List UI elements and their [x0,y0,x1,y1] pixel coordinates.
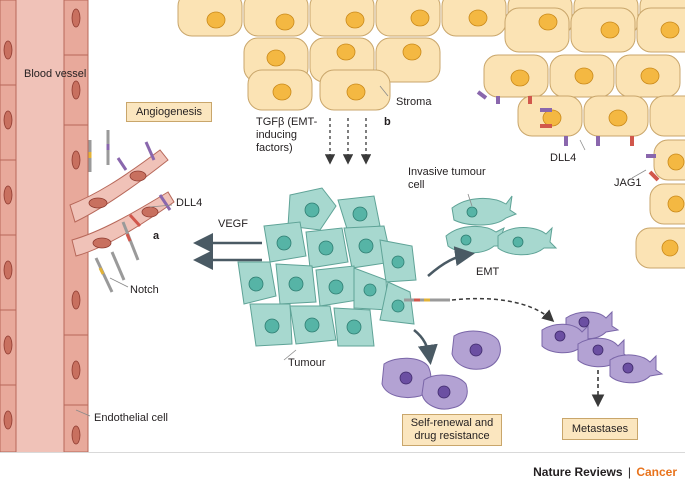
leader-lines [75,85,647,417]
stroma [177,0,685,269]
journal-name: Nature Reviews [533,465,623,479]
vessel-endothelial-cells-right [71,8,81,445]
vegf-label: VEGF [218,218,248,230]
panel-a-label: a [153,230,160,242]
panel-b-label: b [384,116,391,128]
journal-credit: Nature Reviews | Cancer [533,465,677,479]
angiogenesis-box: Angiogenesis [126,102,212,122]
journal-section: Cancer [636,465,677,479]
jag1-label: JAG1 [614,177,642,189]
invasive-nuclei [460,206,524,248]
tumour-label: Tumour [288,357,326,369]
endothelial-cell-label: Endothelial cell [94,412,168,424]
dll4-vessel-label: DLL4 [176,197,203,209]
emt-arrow [427,246,475,277]
footer: Nature Reviews | Cancer [0,452,685,480]
stroma-nuclei [206,9,685,257]
vegf-arrows [193,233,262,270]
blood-vessel-label: Blood vessel [24,68,87,80]
self-renewal-box: Self-renewal and drug resistance [402,414,502,446]
tgf-arrows [324,118,372,165]
stem-cells [381,330,501,410]
blood-vessel [0,0,89,452]
metastatic-cells [541,310,664,384]
invasive-tumour-cell-label: Invasive tumour cell [408,166,486,191]
stroma-ligands [476,90,660,182]
metastatic-nuclei [554,316,634,374]
diagram-artwork [0,0,685,452]
tumour-mass [237,187,417,347]
self-renewal-arrow [413,329,438,365]
dll4-stroma-label: DLL4 [550,152,577,164]
tgf-label: TGFβ (EMT-inducing factors) [256,116,318,154]
metastases-box: Metastases [562,418,638,440]
notch-receptors [88,130,172,293]
emt-label: EMT [476,266,500,278]
invasive-cells [445,195,558,256]
notch-label: Notch [130,284,159,296]
journal-separator: | [627,465,631,479]
vessel-endothelial-cells-left [3,40,13,430]
tumour-nuclei [248,202,405,335]
metastasis-dashed-arrow [451,297,555,323]
stroma-label: Stroma [396,96,432,108]
stem-nuclei [399,343,483,399]
